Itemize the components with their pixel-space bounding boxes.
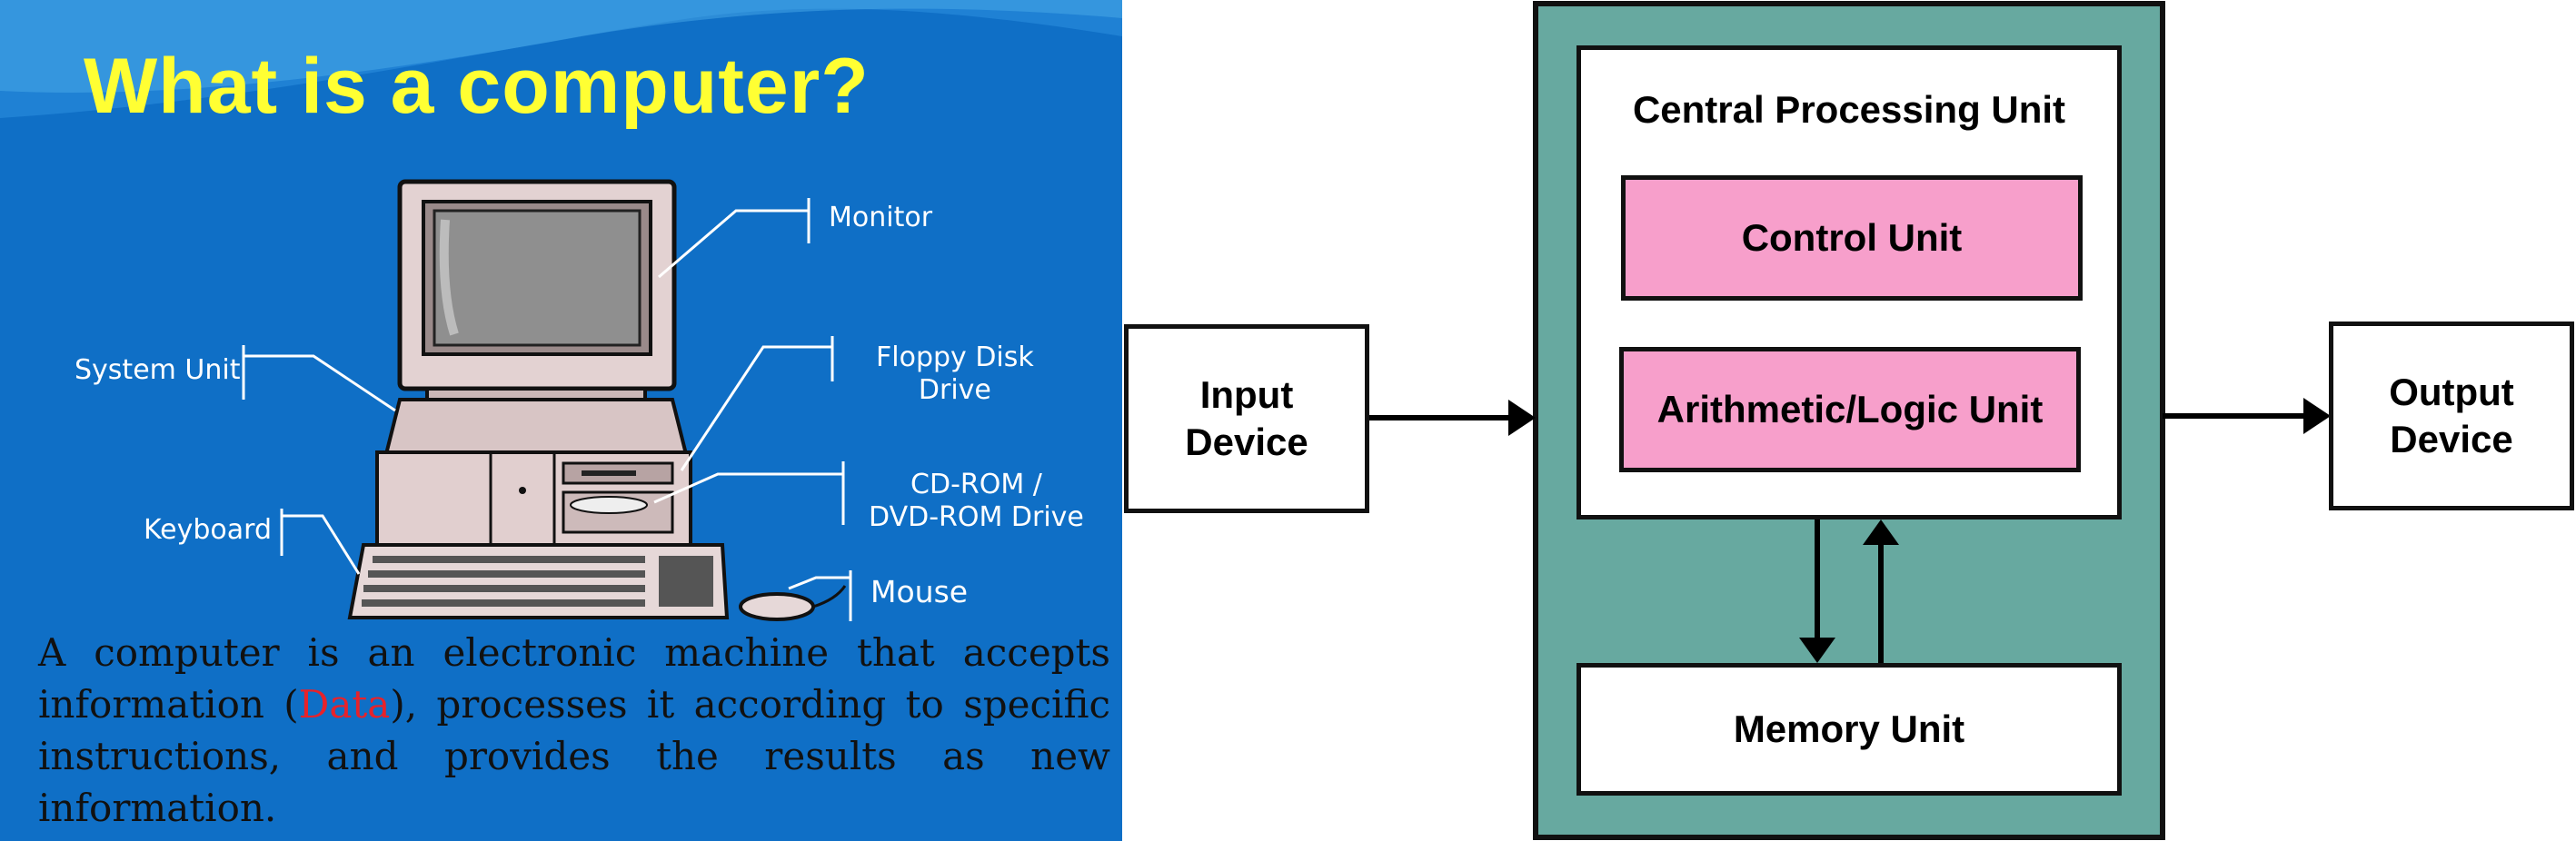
arrow-cpu-to-output: [2303, 398, 2331, 434]
label-monitor: Monitor: [829, 202, 933, 233]
label-floppy-disk-drive: Floppy Disk Drive: [876, 341, 1034, 407]
label-system-unit: System Unit: [75, 354, 241, 386]
arrow-cpu-to-memory: [1799, 638, 1835, 663]
description-highlight-data: Data: [298, 682, 391, 727]
cpu-title: Central Processing Unit: [1632, 88, 2066, 131]
memory-unit-label: Memory Unit: [1733, 707, 1965, 750]
monitor-illustration: [397, 179, 677, 447]
label-floppy-line-1: Floppy Disk: [876, 341, 1034, 373]
label-floppy-line-2: Drive: [918, 374, 991, 406]
output-device-line-2: Device: [2390, 418, 2513, 460]
slide-title: What is a computer?: [84, 43, 870, 130]
label-cdrom-line-2: DVD-ROM Drive: [869, 501, 1084, 533]
output-device-line-1: Output: [2389, 371, 2514, 413]
slide-background-waves: [0, 0, 1122, 118]
description-text-start: A computer is an electronic machine that…: [38, 630, 1110, 727]
label-mouse: Mouse: [870, 574, 969, 609]
mouse-illustration: [739, 592, 815, 621]
arrow-input-to-cpu: [1508, 400, 1536, 436]
control-unit-box: Control Unit: [1621, 175, 2083, 301]
computer-illustration: [242, 179, 852, 621]
memory-unit-box: Memory Unit: [1576, 663, 2122, 796]
label-cdrom-line-1: CD-ROM /: [910, 469, 1042, 500]
system-unit-illustration: [375, 398, 692, 547]
input-device-line-1: Input: [1199, 373, 1294, 416]
keyboard-illustration: [347, 543, 730, 619]
input-device-line-2: Device: [1185, 420, 1308, 463]
arrow-memory-to-cpu: [1863, 519, 1899, 545]
control-unit-label: Control Unit: [1741, 216, 1963, 259]
alu-label: Arithmetic/Logic Unit: [1656, 388, 2044, 430]
slide-panel: What is a computer?: [0, 0, 1122, 841]
label-keyboard: Keyboard: [144, 514, 273, 546]
description-text-end: ), processes it according to specific in…: [38, 682, 1110, 830]
label-cd-rom-drive: CD-ROM / DVD-ROM Drive: [869, 469, 1084, 534]
alu-box: Arithmetic/Logic Unit: [1619, 347, 2081, 472]
slide-description: A computer is an electronic machine that…: [38, 627, 1110, 834]
